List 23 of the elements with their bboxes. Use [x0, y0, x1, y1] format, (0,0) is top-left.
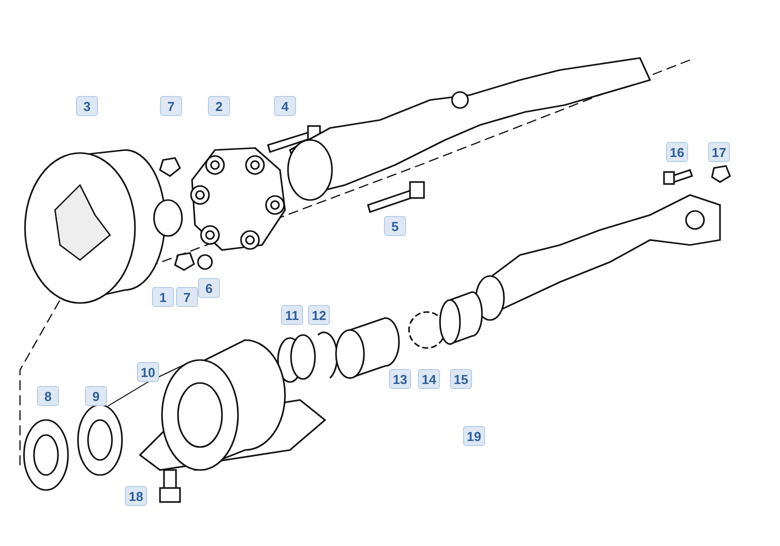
callout-number: 4 [274, 96, 296, 116]
callout-number: 10 [137, 362, 159, 382]
callout-number: 5 [384, 216, 406, 236]
callout-number: 12 [308, 305, 330, 325]
callout-number: 3 [76, 96, 98, 116]
callout-number: 9 [85, 386, 107, 406]
leader-line [148, 362, 190, 382]
callout-number: 8 [37, 386, 59, 406]
callout-number: 19 [463, 426, 485, 446]
callout-number: 15 [450, 369, 472, 389]
callout-number: 2 [208, 96, 230, 116]
callout-number: 17 [708, 142, 730, 162]
center-bearing-drawing [138, 339, 326, 471]
callout-number: 6 [198, 278, 220, 298]
callout-number: 16 [666, 142, 688, 162]
callout-number: 1 [152, 287, 174, 307]
callout-number: 14 [418, 369, 440, 389]
ball-bearing-drawing [77, 404, 123, 476]
callout-number: 18 [125, 486, 147, 506]
callout-number: 7 [160, 96, 182, 116]
callout-number: 7 [176, 287, 198, 307]
callout-number: 11 [281, 305, 303, 325]
callout-number: 13 [389, 369, 411, 389]
